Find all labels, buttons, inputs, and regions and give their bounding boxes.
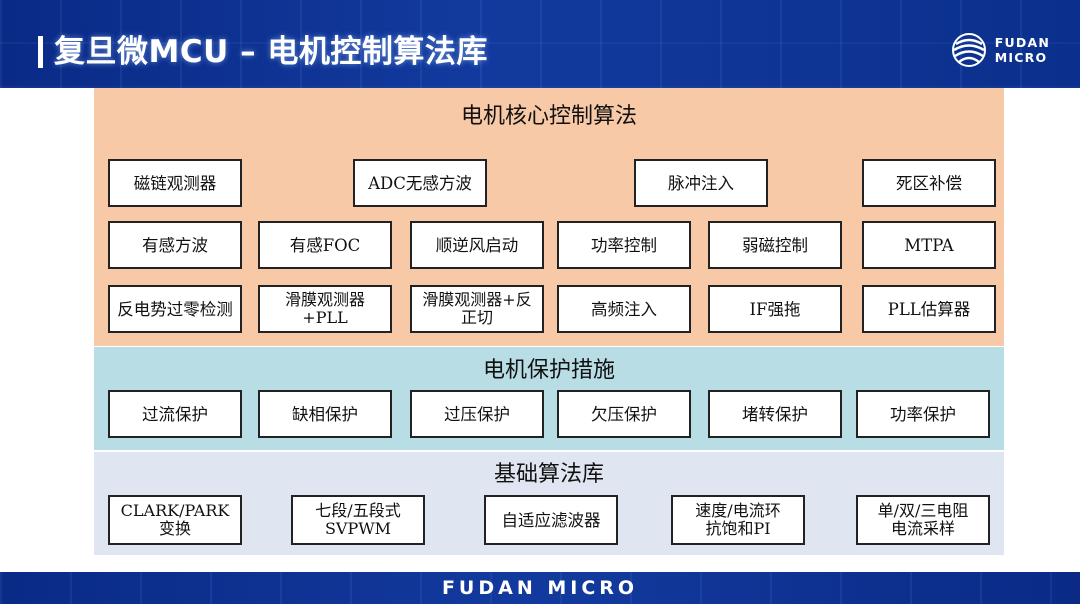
box-antiwindup-pi: 速度/电流环 抗饱和PI [671,495,805,545]
box-smo-pll: 滑膜观测器 +PLL [258,285,392,333]
box-current-sampling: 单/双/三电阻 电流采样 [856,495,990,545]
box-windmill-start: 顺逆风启动 [410,221,544,269]
fudan-globe-icon [951,33,986,67]
box-overvoltage: 过压保护 [410,390,544,438]
box-flux-observer: 磁链观测器 [108,159,242,207]
section-motor-protection: 电机保护措施 过流保护 缺相保护 过压保护 欠压保护 堵转保护 功率保护 [94,347,1004,450]
box-power-control: 功率控制 [557,221,691,269]
logo-text: FUDAN MICRO [995,35,1050,65]
logo-line-1: FUDAN [994,35,1050,50]
section-title-core: 电机核心控制算法 [460,104,637,129]
title-accent-bar [38,36,43,68]
logo-line-2: MICRO [994,50,1048,65]
header-banner: 复旦微MCU – 电机控制算法库 FUDAN MICRO [0,0,1080,88]
box-hf-injection: 高频注入 [557,285,691,333]
box-pll-estimator: PLL估算器 [862,285,996,333]
section-base-library: 基础算法库 CLARK/PARK 变换 七段/五段式 SVPWM 自适应滤波器 … [94,452,1004,555]
box-overcurrent: 过流保护 [108,390,242,438]
box-power-protection: 功率保护 [856,390,990,438]
box-mtpa: MTPA [862,221,996,269]
box-svpwm: 七段/五段式 SVPWM [291,495,425,545]
footer-circuit-pattern [0,572,1080,604]
box-bemf-zero-cross: 反电势过零检测 [108,285,242,333]
box-phase-loss: 缺相保护 [258,390,392,438]
box-field-weakening: 弱磁控制 [708,221,842,269]
box-clark-park: CLARK/PARK 变换 [108,495,242,545]
box-adc-sensorless: ADC无感方波 [353,159,487,207]
section-title-protection: 电机保护措施 [482,358,615,383]
footer-banner: FUDAN MICRO [0,572,1080,604]
box-sensored-foc: 有感FOC [258,221,392,269]
fudan-micro-logo: FUDAN MICRO [951,32,1050,68]
box-stall: 堵转保护 [708,390,842,438]
box-smo-arctan: 滑膜观测器+反 正切 [410,285,544,333]
circuit-pattern [0,0,1080,88]
box-pulse-injection: 脉冲注入 [634,159,768,207]
box-sensored-square: 有感方波 [108,221,242,269]
box-deadzone-comp: 死区补偿 [862,159,996,207]
box-undervoltage: 欠压保护 [557,390,691,438]
footer-brand: FUDAN MICRO [441,577,639,599]
box-adaptive-filter: 自适应滤波器 [484,495,618,545]
section-core-algorithms: 电机核心控制算法 磁链观测器 ADC无感方波 脉冲注入 死区补偿 有感方波 有感… [94,88,1004,346]
section-title-base: 基础算法库 [493,462,604,487]
page-title: 复旦微MCU – 电机控制算法库 [54,34,488,70]
box-if-drag: IF强拖 [708,285,842,333]
